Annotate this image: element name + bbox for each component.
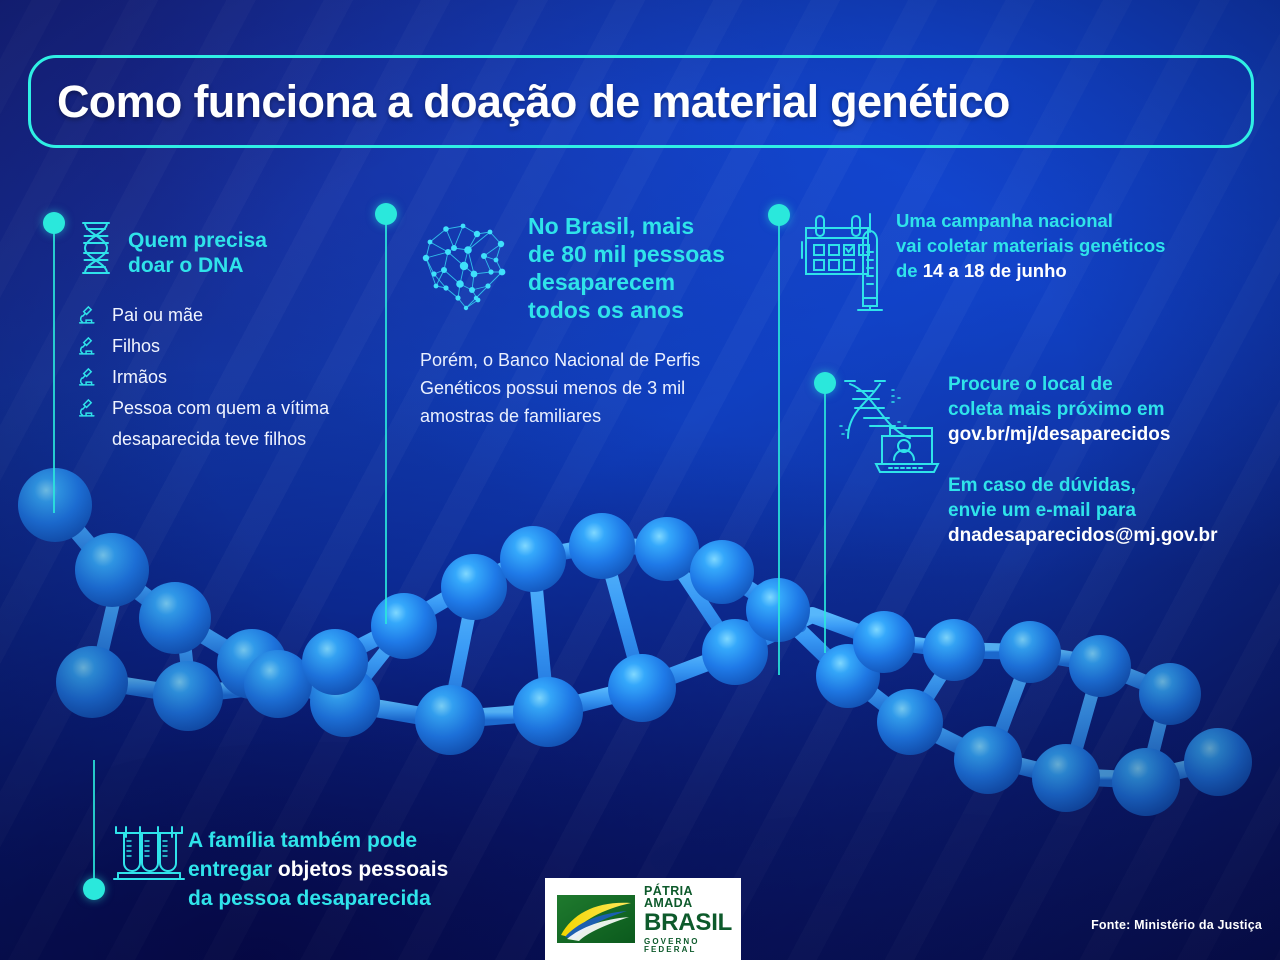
collection-site-block: Procure o local de coleta mais próximo e…	[948, 372, 1268, 548]
logo-line-2: BRASIL	[644, 908, 733, 936]
microscope-icon	[78, 367, 95, 386]
subtext-line-1: Porém, o Banco Nacional de Perfis	[420, 350, 701, 370]
heading-line-2: doar o DNA	[128, 254, 244, 277]
title-banner: Como funciona a doação de material genét…	[28, 55, 1254, 148]
logo-text: PÁTRIA AMADA BRASIL GOVERNO FEDERAL	[644, 883, 733, 954]
pin-stem	[93, 760, 95, 890]
collection-url[interactable]: gov.br/mj/desaparecidos	[948, 424, 1171, 445]
who-must-donate-block: Quem precisa doar o DNA Pai ou mãe	[76, 222, 386, 455]
campaign-line-2: vai coletar materiais genéticos	[896, 235, 1166, 256]
pin-stem	[385, 214, 387, 624]
contact-line-1: Em caso de dúvidas,	[948, 475, 1136, 496]
microscope-icon	[78, 336, 95, 355]
heading-line-1: No Brasil, mais	[528, 213, 695, 239]
collection-line-2: coleta mais próximo em	[948, 399, 1165, 420]
campaign-text: Uma campanha nacional vai coletar materi…	[896, 208, 1266, 283]
campaign-line-1: Uma campanha nacional	[896, 210, 1113, 231]
donor-list: Pai ou mãe Filhos Irmãos	[76, 300, 386, 424]
personal-objects-block: A família também pode entregar objetos p…	[188, 826, 528, 913]
stat-subtext: Porém, o Banco Nacional de Perfis Genéti…	[420, 346, 760, 430]
heading-line-3: desaparecem	[528, 269, 676, 295]
contact-line-2: envie um e-mail para	[948, 500, 1136, 521]
objects-prefix: entregar	[188, 858, 278, 881]
list-item: Irmãos	[76, 362, 386, 393]
test-tubes-icon	[113, 826, 185, 880]
page-title: Como funciona a doação de material genét…	[57, 75, 1010, 127]
contact-email[interactable]: dnadesaparecidos@mj.gov.br	[948, 525, 1218, 546]
microscope-icon	[78, 305, 95, 324]
campaign-block: Uma campanha nacional vai coletar materi…	[896, 208, 1266, 283]
subtext-line-3: amostras de familiares	[420, 406, 602, 426]
government-logo: PÁTRIA AMADA BRASIL GOVERNO FEDERAL	[545, 878, 741, 960]
dna-laptop-icon	[839, 380, 940, 473]
calendar-syringe-icon	[801, 213, 883, 311]
pin-stem	[53, 223, 55, 513]
brazil-flag-swoosh-icon	[557, 895, 635, 943]
campaign-date-prefix: de	[896, 260, 918, 281]
heading-line-4: todos os anos	[528, 297, 684, 323]
subtext-line-2: Genéticos possui menos de 3 mil	[420, 378, 686, 398]
list-item-label: Pai ou mãe	[112, 305, 204, 325]
list-item: Pai ou mãe	[76, 300, 386, 331]
pin-stem	[778, 215, 780, 675]
logo-line-3: GOVERNO FEDERAL	[644, 936, 700, 954]
objects-highlight: objetos pessoais	[277, 858, 449, 881]
objects-line-1: A família também pode	[188, 829, 418, 852]
heading-line-1: Quem precisa	[128, 229, 267, 252]
personal-objects-text: A família também pode entregar objetos p…	[188, 826, 528, 913]
missing-people-stat-block: No Brasil, mais de 80 mil pessoas desapa…	[420, 212, 760, 430]
objects-line-3: da pessoa desaparecida	[188, 887, 431, 910]
campaign-line-3: de 14 a 18 de junho	[896, 258, 1266, 283]
list-item-label: Filhos	[112, 336, 161, 356]
dna-helix-icon	[82, 222, 110, 274]
contact-email-text: Em caso de dúvidas, envie um e-mail para…	[948, 473, 1268, 548]
source-credit: Fonte: Ministério da Justiça	[1091, 918, 1262, 932]
brazil-network-map-icon	[422, 223, 506, 311]
list-item-continuation: desaparecida teve filhos	[112, 429, 307, 449]
heading-line-2: de 80 mil pessoas	[528, 241, 725, 267]
collection-line-1: Procure o local de	[948, 374, 1113, 395]
microscope-icon	[78, 398, 95, 417]
logo-line-1: PÁTRIA AMADA	[644, 883, 693, 910]
objects-line-2: entregar objetos pessoais	[188, 855, 528, 884]
campaign-date: 14 a 18 de junho	[922, 260, 1067, 281]
pin-stem	[824, 383, 826, 653]
list-item: Pessoa com quem a vítima	[76, 393, 386, 424]
list-item-label: Pessoa com quem a vítima	[112, 398, 330, 418]
list-item: Filhos	[76, 331, 386, 362]
list-item-label: Irmãos	[112, 367, 168, 387]
stat-heading: No Brasil, mais de 80 mil pessoas desapa…	[420, 212, 760, 324]
collection-site-text: Procure o local de coleta mais próximo e…	[948, 372, 1268, 447]
who-must-donate-heading: Quem precisa doar o DNA	[76, 228, 386, 278]
